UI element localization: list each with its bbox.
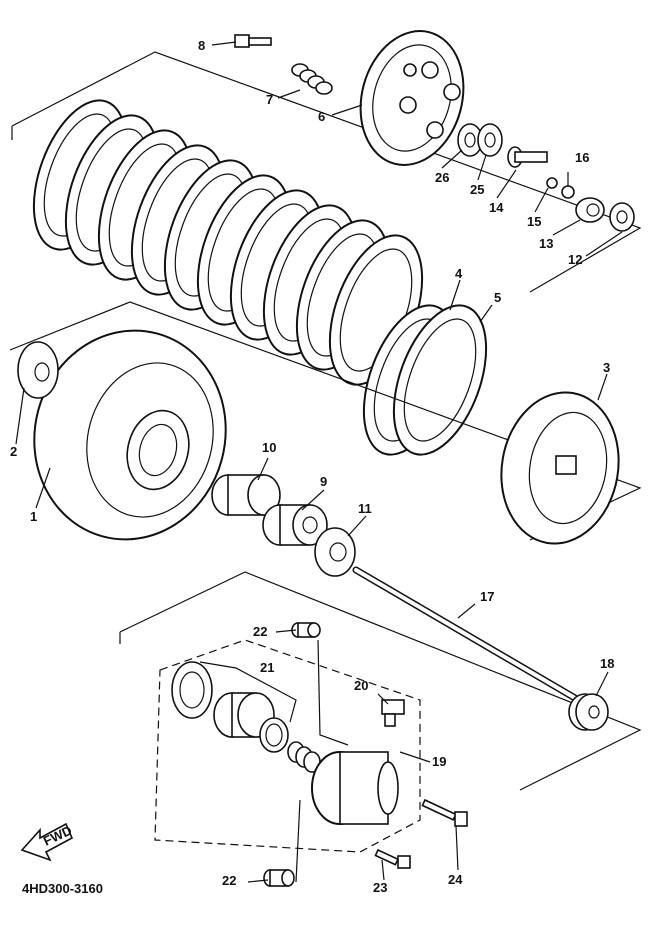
callout-20: 20 bbox=[354, 678, 368, 693]
callout-6: 6 bbox=[318, 109, 325, 124]
callout-15: 15 bbox=[527, 214, 541, 229]
push-rod-14 bbox=[507, 146, 548, 168]
push-rod-17 bbox=[352, 566, 579, 702]
needle-bearing-10 bbox=[211, 474, 281, 516]
diagram-code: 4HD300-3160 bbox=[22, 881, 103, 896]
callout-19: 19 bbox=[432, 754, 446, 769]
callouts: 8 7 6 26 25 14 15 16 13 12 4 5 3 2 1 10 … bbox=[10, 38, 614, 895]
callout-12: 12 bbox=[568, 252, 582, 267]
oil-seal-21 bbox=[171, 661, 213, 719]
callout-21: 21 bbox=[260, 660, 274, 675]
callout-22-upper: 22 bbox=[253, 624, 267, 639]
callout-26: 26 bbox=[435, 170, 449, 185]
bolt-24 bbox=[421, 798, 468, 827]
washer-11 bbox=[314, 527, 356, 577]
spring-release bbox=[287, 741, 321, 773]
callout-9: 9 bbox=[320, 474, 327, 489]
bolt-8 bbox=[234, 34, 272, 48]
leader-lines bbox=[15, 41, 623, 883]
dowel-22-upper bbox=[291, 622, 321, 638]
callout-13: 13 bbox=[539, 236, 553, 251]
callout-11: 11 bbox=[358, 501, 372, 516]
release-cylinder-body-19 bbox=[311, 751, 399, 825]
callout-16: 16 bbox=[575, 150, 589, 165]
callout-2: 2 bbox=[10, 444, 17, 459]
callout-22-lower: 22 bbox=[222, 873, 236, 888]
lock-washer-12 bbox=[609, 202, 635, 232]
pressure-plate bbox=[359, 30, 465, 166]
seal-21b bbox=[259, 717, 289, 753]
callout-1: 1 bbox=[30, 509, 37, 524]
nut-13 bbox=[575, 197, 605, 223]
release-cylinder-dashed-frame bbox=[154, 639, 421, 853]
thrust-washer-2 bbox=[17, 341, 59, 399]
callout-18: 18 bbox=[600, 656, 614, 671]
spacer-9 bbox=[262, 504, 328, 546]
callout-10: 10 bbox=[262, 440, 276, 455]
callout-25: 25 bbox=[470, 182, 484, 197]
clutch-plate-stack bbox=[32, 99, 488, 456]
callout-24: 24 bbox=[448, 872, 463, 887]
clutch-housing-1 bbox=[33, 329, 227, 541]
callout-4: 4 bbox=[455, 266, 463, 281]
callout-7: 7 bbox=[266, 92, 273, 107]
callout-5: 5 bbox=[494, 290, 501, 305]
callout-23: 23 bbox=[373, 880, 387, 895]
spring-7 bbox=[291, 63, 333, 95]
seal-18 bbox=[568, 693, 609, 731]
fwd-arrow-icon: FWD bbox=[20, 823, 74, 862]
dowel-22-lower bbox=[263, 869, 295, 887]
callout-3: 3 bbox=[603, 360, 610, 375]
washer-25 bbox=[477, 123, 503, 157]
bleed-screw-20 bbox=[381, 699, 405, 727]
callout-14: 14 bbox=[489, 200, 504, 215]
circlip-15 bbox=[546, 177, 558, 189]
callout-17: 17 bbox=[480, 589, 494, 604]
bolt-23 bbox=[374, 848, 411, 869]
lower-frame bbox=[119, 571, 642, 791]
callout-8: 8 bbox=[198, 38, 205, 53]
clutch-boss-3 bbox=[500, 391, 620, 545]
washer-16 bbox=[561, 185, 575, 199]
